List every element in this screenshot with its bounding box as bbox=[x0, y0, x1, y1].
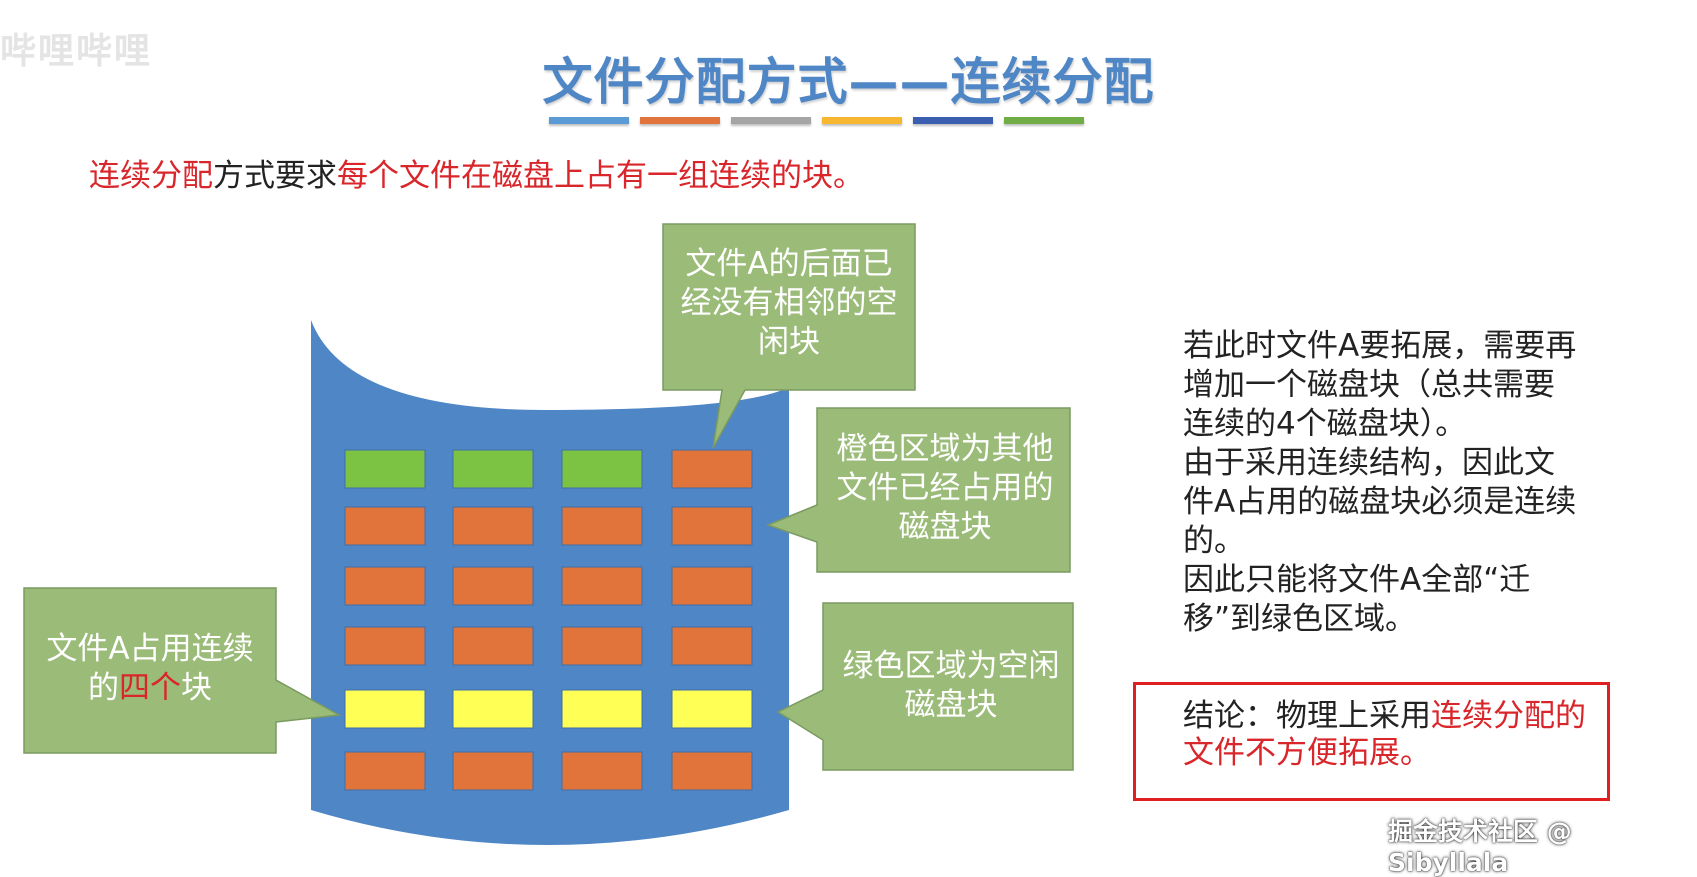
bilibili-watermark: 哔哩哔哩 bbox=[0, 31, 153, 72]
slide-title: 文件分配方式——连续分配 bbox=[542, 53, 1155, 111]
disk-block-free bbox=[561, 449, 643, 489]
explanation-text: 若此时文件A要拓展，需要再增加一个磁盘块（总共需要连续的4个磁盘块）。 由于采用… bbox=[1183, 328, 1577, 637]
callout-fileA-text: 文件A占用连续的四个块 bbox=[36, 630, 264, 708]
disk-block-used bbox=[452, 751, 534, 791]
disk-block-fileA bbox=[452, 689, 534, 729]
intro-middle: 方式要求 bbox=[213, 158, 337, 194]
callout-no-adjacent-shape bbox=[662, 223, 916, 449]
disk-block-fileA bbox=[671, 689, 753, 729]
conclusion-highlight: 连续分配的文件不方便拓展。 bbox=[1183, 698, 1586, 771]
callout-green-area-shape bbox=[776, 602, 1074, 771]
intro-highlight-term: 连续分配 bbox=[89, 158, 213, 194]
disk-block-used bbox=[344, 506, 426, 546]
callout-no-adjacent-text: 文件A的后面已经没有相邻的空闲块 bbox=[680, 246, 898, 360]
disk-block-free bbox=[452, 449, 534, 489]
disk-block-used bbox=[452, 626, 534, 666]
intro-sentence: 连续分配方式要求每个文件在磁盘上占有一组连续的块。 bbox=[89, 150, 864, 195]
disk-block-used bbox=[452, 506, 534, 546]
callout-fileA-highlight: 四个 bbox=[119, 670, 181, 706]
disk-block-used bbox=[561, 751, 643, 791]
disk-block-used bbox=[671, 506, 753, 546]
disk-block-used bbox=[671, 751, 753, 791]
disk-block-used bbox=[344, 626, 426, 666]
title-color-bar bbox=[640, 117, 720, 124]
disk-block-used bbox=[452, 566, 534, 606]
disk-block-used bbox=[671, 626, 753, 666]
disk-block-used bbox=[671, 449, 753, 489]
disk-block-used bbox=[671, 566, 753, 606]
disk-block-used bbox=[344, 566, 426, 606]
disk-block-used bbox=[561, 626, 643, 666]
conclusion-prefix: 结论：物理上采用 bbox=[1183, 698, 1431, 734]
intro-highlight-requirement: 每个文件在磁盘上占有一组连续的块。 bbox=[337, 158, 864, 194]
callout-fileA-part1: 文件A占用连续的 bbox=[46, 631, 254, 706]
callout-orange-area-text: 橙色区域为其他文件已经占用的磁盘块 bbox=[836, 431, 1054, 545]
callout-fileA-part3: 块 bbox=[181, 670, 212, 706]
title-color-bar bbox=[549, 117, 629, 124]
conclusion-text: 结论：物理上采用连续分配的文件不方便拓展。 bbox=[1183, 698, 1593, 772]
disk-block-used bbox=[561, 566, 643, 606]
conclusion-box bbox=[1133, 682, 1610, 801]
callout-green-area-text: 绿色区域为空闲磁盘块 bbox=[842, 648, 1060, 723]
disk-block-free bbox=[344, 449, 426, 489]
title-color-bar bbox=[913, 117, 993, 124]
disk-cylinder bbox=[311, 320, 789, 845]
disk-block-fileA bbox=[561, 689, 643, 729]
title-color-bar bbox=[822, 117, 902, 124]
callout-fileA-shape bbox=[23, 587, 342, 754]
callout-orange-area-shape bbox=[765, 407, 1071, 573]
disk-block-fileA bbox=[344, 689, 426, 729]
disk-block-used bbox=[344, 751, 426, 791]
title-color-bar bbox=[731, 117, 811, 124]
disk-block-used bbox=[561, 506, 643, 546]
title-color-bar bbox=[1004, 117, 1084, 124]
footer-watermark: 掘金技术社区 @ Sibyllala bbox=[1388, 817, 1572, 877]
disk-block-grid bbox=[344, 449, 753, 791]
